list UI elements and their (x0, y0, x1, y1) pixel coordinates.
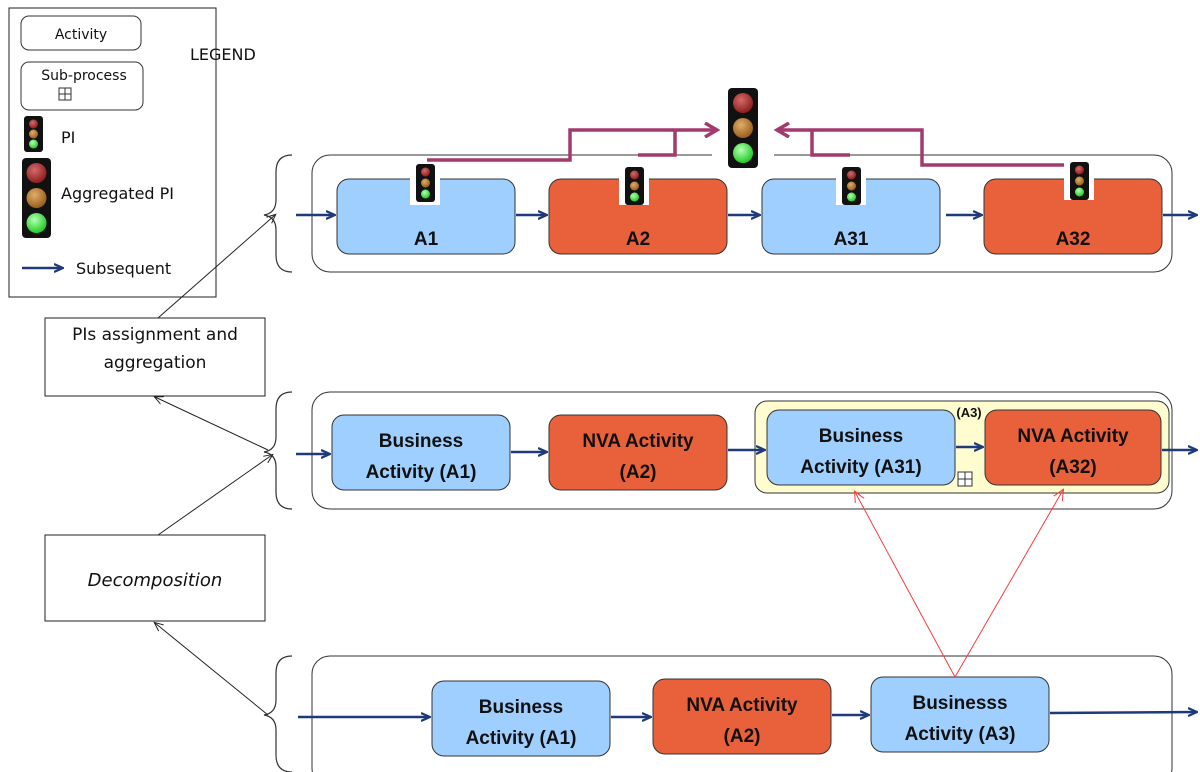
decomposition-link-a32 (954, 490, 1063, 678)
bottom-activity-a2[interactable] (652, 678, 832, 755)
legend-subsequent-label: Subsequent (76, 259, 171, 278)
mid-activity-a32-line2: (A32) (1049, 457, 1097, 478)
bottom-activity-a1-line2: Activity (A1) (466, 728, 577, 749)
top-row: A1 A2 A31 A32 (296, 88, 1196, 273)
bottom-activity-a3-line1: Businesss (912, 693, 1007, 714)
row-braces (263, 154, 293, 772)
bottom-activity-a2-line2: (A2) (724, 726, 761, 747)
bottom-row-flow-arrows (298, 712, 1196, 717)
brace-top-row (263, 154, 293, 273)
aggregation-arrow-a2-branch (638, 130, 677, 157)
aggregation-arrow-right (778, 130, 1082, 167)
aggregation-arrow-left (427, 130, 716, 162)
legend-aggregated-pi-label: Aggregated PI (61, 184, 174, 203)
middle-row-flow-arrows (296, 447, 1196, 454)
aggregation-arrows (427, 130, 1082, 167)
mid-activity-a1-line1: Business (379, 431, 463, 452)
connector-bottom-to-decomposition (155, 623, 269, 716)
mid-activity-a31-line2: Activity (A31) (800, 457, 921, 478)
mid-activity-a32[interactable] (984, 409, 1162, 486)
subprocess-marker-icon (58, 87, 72, 101)
top-activity-a1-label: A1 (414, 229, 439, 250)
bottom-activity-a3[interactable] (870, 676, 1050, 753)
pi-light-a31-icon (836, 163, 866, 205)
subprocess-a3-label: (A3) (956, 405, 981, 420)
connector-middle-to-pis (155, 397, 269, 451)
legend-pi-icon (24, 116, 43, 152)
legend-subprocess-label: Sub-process (41, 68, 127, 84)
mid-activity-a1-line2: Activity (A1) (366, 462, 477, 483)
brace-middle-row (263, 391, 293, 510)
decomposition-label: Decomposition (88, 570, 223, 591)
mid-activity-a1[interactable] (331, 414, 511, 491)
pi-light-a32-icon (1064, 158, 1094, 200)
bottom-flow-out (1049, 712, 1196, 713)
mid-activity-a32-line1: NVA Activity (1017, 426, 1129, 447)
bottom-activity-a1[interactable] (431, 680, 611, 757)
aggregation-arrow-a31-branch (810, 130, 850, 157)
legend-title: LEGEND (190, 45, 256, 64)
decomposition-links (855, 490, 1063, 678)
pis-assignment-line2: aggregation (104, 353, 207, 373)
bottom-activity-a2-line1: NVA Activity (686, 695, 798, 716)
pi-light-a1-icon (410, 163, 440, 205)
decomposition-box (44, 534, 266, 622)
top-activity-a2-label: A2 (626, 229, 650, 250)
connector-pis-to-top-row (157, 215, 275, 319)
connector-decomposition-to-middle (157, 455, 272, 536)
mid-activity-a2[interactable] (548, 414, 728, 491)
mid-activity-a31-line1: Business (819, 426, 903, 447)
legend-activity-shape (20, 15, 142, 51)
subprocess-a3-marker-icon (957, 471, 973, 487)
bottom-activity-a3-line2: Activity (A3) (905, 724, 1016, 745)
pis-assignment-box (44, 317, 266, 397)
aggregated-pi-traffic-light-icon (728, 88, 758, 168)
connector-lines (155, 215, 275, 716)
decomposition-link-a31 (855, 492, 956, 678)
legend-subprocess-shape (20, 61, 144, 111)
legend: LEGEND Activity Sub-process PI Aggregate… (8, 7, 256, 298)
brace-bottom-row (263, 655, 293, 772)
top-activity-a32-label: A32 (1056, 229, 1091, 250)
middle-row: (A3) Business Activity (A1) NVA Activity… (296, 391, 1196, 510)
pi-light-a2-icon (619, 163, 649, 205)
legend-activity-label: Activity (55, 27, 107, 43)
top-activity-a31-label: A31 (834, 229, 869, 250)
bottom-activity-a1-line1: Business (479, 697, 563, 718)
bottom-row: Business Activity (A1) NVA Activity (A2)… (298, 655, 1196, 772)
mid-activity-a2-line1: NVA Activity (582, 431, 694, 452)
legend-aggregated-pi-icon (22, 158, 51, 238)
mid-activity-a2-line2: (A2) (620, 462, 657, 483)
mid-activity-a31[interactable] (766, 409, 956, 486)
legend-pi-label: PI (61, 128, 75, 147)
pis-assignment-line1: PIs assignment and (72, 325, 238, 345)
legend-frame (8, 7, 217, 298)
